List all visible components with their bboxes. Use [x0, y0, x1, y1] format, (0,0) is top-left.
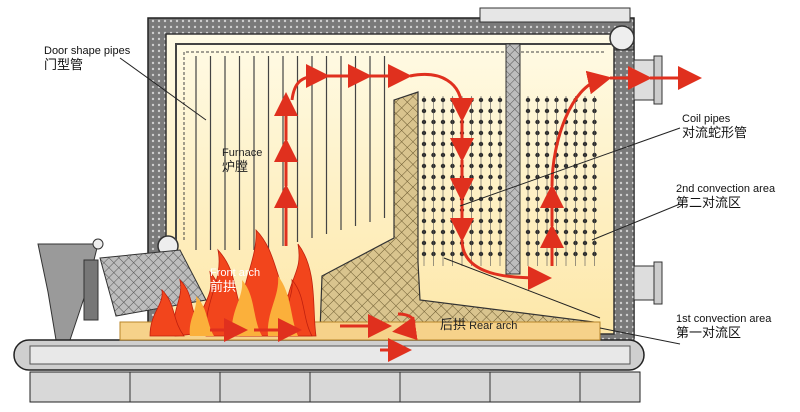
lower-outlet [633, 265, 657, 301]
label-rear-arch-cn: 后拱 [440, 317, 467, 332]
label-furnace: Furnace 炉膛 [222, 146, 262, 174]
label-front-arch: Front arch 前拱 [210, 266, 260, 294]
label-coil-pipes-en: Coil pipes [682, 113, 731, 125]
flue-outlet [633, 59, 657, 101]
label-front-arch-cn: 前拱 [210, 279, 237, 294]
label-furnace-en: Furnace [222, 147, 263, 159]
lower-outlet-flange [653, 261, 663, 305]
label-front-arch-en: Front arch [210, 267, 261, 279]
door-shape-pipe [175, 43, 612, 240]
label-door-shape-pipes: Door shape pipes 门型管 [44, 44, 130, 72]
label-coil-pipes: Coil pipes 对流蛇形管 [682, 112, 747, 140]
door-shape-pipe-inner [183, 51, 604, 240]
outlet-flange [653, 55, 663, 105]
label-rear-arch-en: Rear arch [469, 320, 518, 332]
label-door-pipes-en: Door shape pipes [44, 45, 131, 57]
label-coil-pipes-cn: 对流蛇形管 [682, 125, 748, 140]
label-1st-convection: 1st convection area 第一对流区 [676, 312, 771, 340]
baffle-wall [505, 43, 521, 275]
label-door-pipes-cn: 门型管 [44, 57, 84, 72]
chain-grate [13, 339, 645, 403]
label-2nd-convection: 2nd convection area 第二对流区 [676, 182, 775, 210]
top-header [609, 25, 635, 51]
coal-gate [83, 259, 99, 321]
label-rear-arch: 后拱 Rear arch [440, 318, 517, 333]
label-1st-convection-en: 1st convection area [676, 313, 772, 325]
steam-drum [479, 7, 631, 23]
label-1st-convection-cn: 第一对流区 [676, 325, 742, 340]
gate-wheel [92, 238, 104, 250]
label-2nd-convection-en: 2nd convection area [676, 183, 776, 195]
leader-lines [119, 57, 681, 345]
label-furnace-cn: 炉膛 [222, 159, 249, 174]
label-2nd-convection-cn: 第二对流区 [676, 195, 742, 210]
